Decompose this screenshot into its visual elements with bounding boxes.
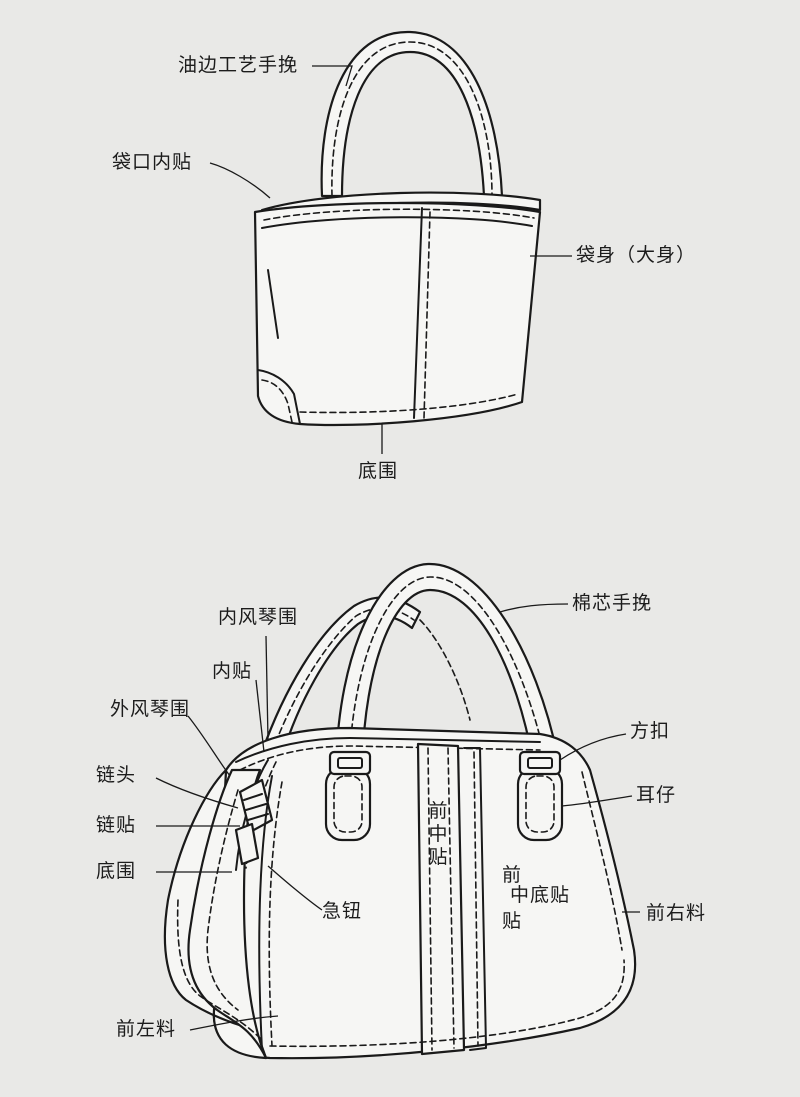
tote-handle: [320, 30, 504, 198]
label-square-buckle: 方扣: [630, 720, 671, 742]
tote-body: [253, 201, 542, 427]
leader-lines: [155, 65, 640, 1031]
front-center-strip: [416, 742, 466, 1056]
zip-puller: [234, 778, 274, 866]
bowling-bag: [163, 562, 637, 1060]
label-outer-zip-gusset: 外风琴围: [110, 698, 191, 720]
label-tab: 耳仔: [636, 784, 677, 806]
tote-bottom-gusset: [257, 369, 301, 425]
tote-center-seam: [413, 207, 423, 419]
label-zip-tape: 链贴: [96, 814, 137, 836]
label-snap-button: 急钮: [322, 900, 363, 922]
label-tote-bottom-gusset: 底围: [358, 460, 399, 482]
label-front-center-strip: 前中贴: [428, 800, 448, 868]
label-cotton-handle: 棉芯手挽: [572, 592, 653, 614]
front-center-bottom-strip: [463, 747, 487, 1051]
label-inner-lining: 内贴: [212, 660, 253, 682]
label-tote-body: 袋身（大身）: [576, 244, 697, 266]
label-front-center-bottom-strip-c: 贴: [502, 910, 523, 932]
tote-bag: [253, 30, 542, 427]
label-bottom-gusset: 底围: [96, 860, 137, 882]
label-inner-zip-gusset: 内风琴围: [218, 606, 299, 628]
label-front-left-panel: 前左料: [116, 1018, 177, 1040]
label-front-center-bottom-strip-a: 前: [502, 864, 523, 886]
label-front-right-panel: 前右料: [646, 902, 707, 924]
front-panel-seam-left: [258, 775, 273, 1051]
label-tote-handle: 油边工艺手挽: [178, 54, 299, 76]
outer-zip-gusset: [235, 737, 541, 763]
label-zip-puller: 链头: [96, 764, 137, 786]
label-front-center-bottom-strip-b: 中底贴: [510, 884, 571, 906]
right-tab: [516, 750, 564, 842]
label-tote-mouth-lining: 袋口内贴: [112, 151, 193, 173]
left-tab: [324, 750, 372, 842]
tote-mouth-lining: [261, 216, 533, 229]
inner-zip-gusset: [239, 745, 541, 771]
